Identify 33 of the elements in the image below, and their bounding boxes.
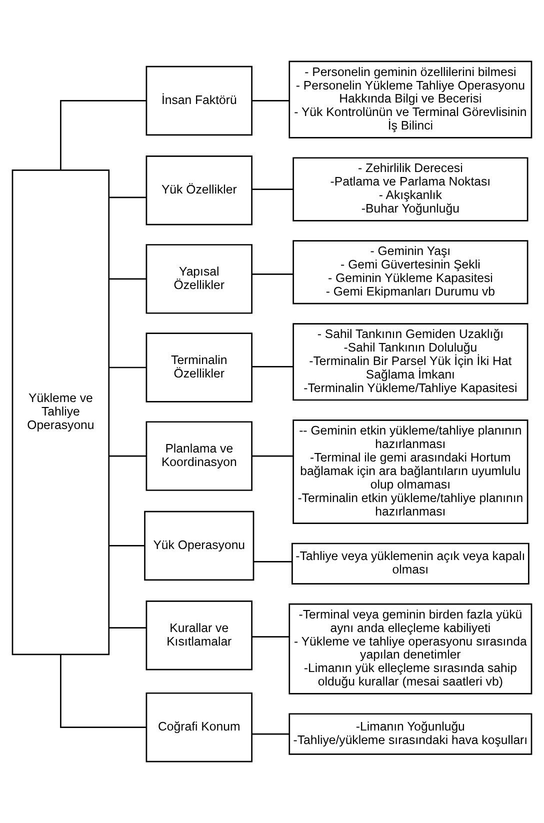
- connector: [109, 196, 146, 198]
- node-box: Terminalin Özellikler: [146, 332, 252, 402]
- connector: [252, 455, 294, 457]
- node-box: - Personelin geminin özellilerini bilmesi - Personelin Yükleme Tahliye Operasyonu Hakkında Bilgi ve Becerisi - Yük Kontrolünün ve Terminal Görevlisinin İş Bilinci: [288, 60, 532, 138]
- node-box: -Tahliye veya yüklemenin açık veya kapalı olması: [292, 542, 530, 585]
- connector: [252, 636, 290, 638]
- node-box: Kurallar ve Kısıtlamalar: [146, 600, 252, 670]
- connector: [109, 545, 144, 546]
- connector: [252, 366, 294, 368]
- connector: [252, 100, 290, 102]
- connector: [254, 561, 292, 562]
- node-box: İnsan Faktörü: [146, 66, 252, 136]
- connector: [252, 733, 290, 735]
- connector: [109, 366, 146, 368]
- connector: [60, 654, 146, 728]
- connector: [109, 278, 146, 280]
- connector: [252, 274, 294, 275]
- connector: [109, 627, 146, 629]
- node-box: Planlama ve Koordinasyon: [146, 421, 252, 491]
- node-box: Coğrafi Konum: [146, 692, 252, 762]
- node-box: - Sahil Tankının Gemiden Uzaklığı -Sahil Tankının Doluluğu -Terminalin Bir Parsel Yük İçin İki Hat Sağlama İmkanı -Terminalin Yükleme/Tahliye Kapasitesi: [292, 323, 528, 401]
- node-box: - Geminin Yaşı - Gemi Güvertesinin Şekli - Geminin Yükleme Kapasitesi - Gemi Ekipmanları Durumu vb: [292, 240, 528, 304]
- connector: [252, 188, 294, 190]
- node-box: - Zehirlilik Derecesi -Patlama ve Parlama Noktası - Akışkanlık -Buhar Yoğunluğu: [292, 157, 528, 222]
- node-box: -Terminal veya geminin birden fazla yükü aynı anda elleçleme kabiliyeti - Yükleme ve tahliye operasyonu sırasında yapılan denetimler -Limanın yük elleçleme sırasında sahip olduğu kurallar (mesai saatleri vb): [288, 603, 532, 694]
- connector: [109, 455, 146, 457]
- node-box: Yapısal Özellikler: [146, 244, 252, 314]
- node-box: -Limanın Yoğunluğu -Tahliye/yükleme sırasındaki hava koşulları: [288, 713, 532, 755]
- connector: [60, 100, 146, 170]
- node-box: Yükleme ve Tahliye Operasyonu: [12, 170, 110, 656]
- node-box: Yük Özellikler: [146, 156, 252, 226]
- node-box: -- Geminin etkin yükleme/tahliye planının hazırlanması -Terminal ile gemi arasındaki Hortum bağlamak için ara bağlantıların uyumlulu olup olmaması -Terminalin etkin yükleme/tahliye planının hazırlanması: [292, 420, 528, 524]
- node-box: Yük Operasyonu: [144, 510, 254, 581]
